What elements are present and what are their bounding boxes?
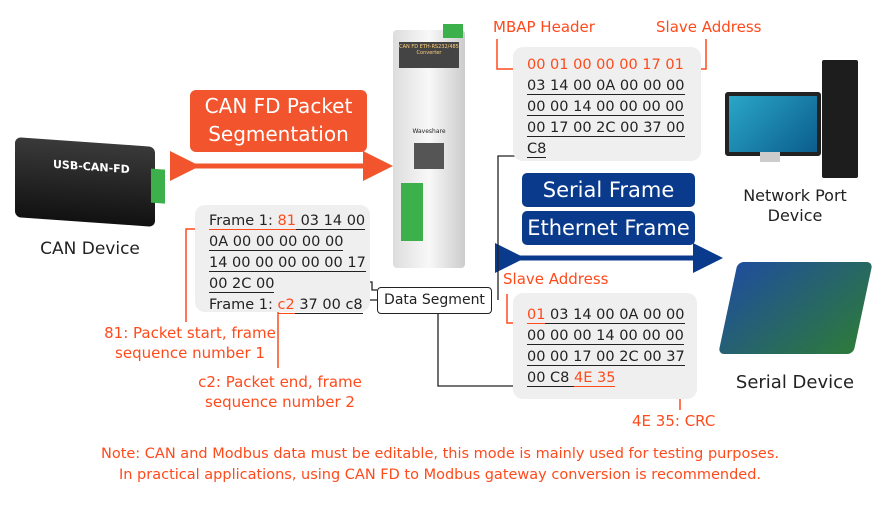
pc-tower-icon <box>822 60 858 178</box>
serial-frame-badge: Serial Frame <box>522 173 695 207</box>
can-frames-data: Frame 1: 81 03 14 00 0A 00 00 00 00 00 1… <box>195 205 370 314</box>
data-segment-label: Data Segment <box>377 287 492 314</box>
segmentation-title-box: CAN FD Packet Segmentation <box>190 90 367 152</box>
serial-device-label: Serial Device <box>735 372 855 393</box>
slave-address-label-top: Slave Address <box>656 18 762 36</box>
serial-frame-data: 01 03 14 00 0A 00 00 00 00 00 14 00 00 0… <box>513 293 697 399</box>
raspberry-pi-icon <box>718 262 873 354</box>
monitor-icon <box>725 92 821 156</box>
can-device-image: USB-CAN-FD <box>15 137 165 227</box>
can-device-label: CAN Device <box>40 239 140 259</box>
ethernet-frame-data: 00 01 00 00 00 17 01 03 14 00 0A 00 00 0… <box>513 47 701 161</box>
gateway-device-image: CAN FD ETH-RS232/485 Converter Waveshare <box>393 24 465 268</box>
slave-address-label-bottom: Slave Address <box>503 270 609 288</box>
crc-annotation: 4E 35: CRC <box>632 412 716 430</box>
mbap-header-label: MBAP Header <box>493 18 595 36</box>
ethernet-frame-badge: Ethernet Frame <box>522 211 695 245</box>
note: Note: CAN and Modbus data must be editab… <box>100 446 780 483</box>
